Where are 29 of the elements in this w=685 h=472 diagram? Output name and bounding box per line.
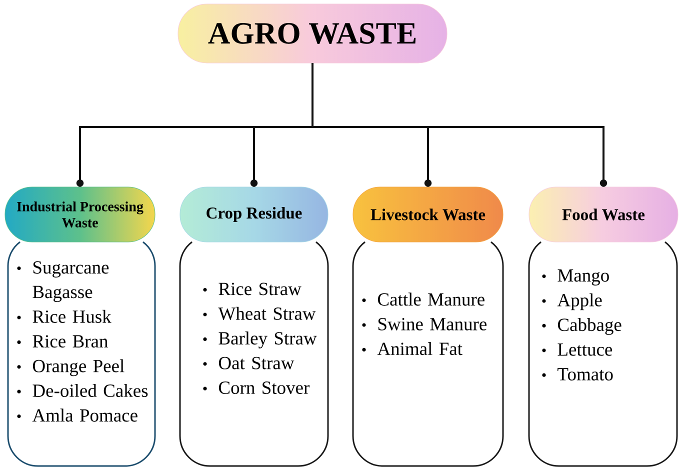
connector bbox=[312, 63, 608, 187]
list-item: Oat Straw bbox=[218, 356, 294, 370]
list-item: Rice Straw bbox=[218, 282, 302, 296]
list-box bbox=[528, 241, 678, 467]
list-item: Tomato bbox=[558, 368, 613, 380]
list-item: Rice Bran bbox=[32, 335, 108, 348]
list-item: Lettuce bbox=[558, 343, 612, 356]
list-item: Barley Straw bbox=[218, 332, 317, 348]
category-label: Food Waste bbox=[562, 208, 645, 220]
list-item: Cabbage bbox=[558, 318, 622, 335]
category-label: Livestock Waste bbox=[370, 208, 486, 220]
list-box bbox=[179, 241, 329, 467]
list-item: Corn Stover bbox=[218, 382, 310, 394]
category-label: Crop Residue bbox=[206, 207, 302, 222]
list-item: Sugarcane Bagasse bbox=[32, 261, 109, 302]
list-box bbox=[352, 241, 504, 467]
list-item: De-oiled Cakes bbox=[32, 384, 148, 397]
title: AGRO WASTE bbox=[208, 23, 416, 44]
list-item: Apple bbox=[557, 293, 602, 310]
list-item: Animal Fat bbox=[377, 342, 462, 356]
list-item: Orange Peel bbox=[32, 359, 124, 376]
list-item: Mango bbox=[558, 269, 609, 286]
category-label: Industrial Processing Waste bbox=[17, 201, 144, 228]
list-item: Wheat Straw bbox=[218, 306, 316, 320]
list-item: Cattle Manure bbox=[378, 292, 484, 306]
list-item: Amla Pomace bbox=[32, 408, 138, 422]
list-item: Swine Manure bbox=[378, 318, 486, 330]
list-box bbox=[7, 241, 156, 467]
list-item: Rice Husk bbox=[32, 310, 112, 323]
